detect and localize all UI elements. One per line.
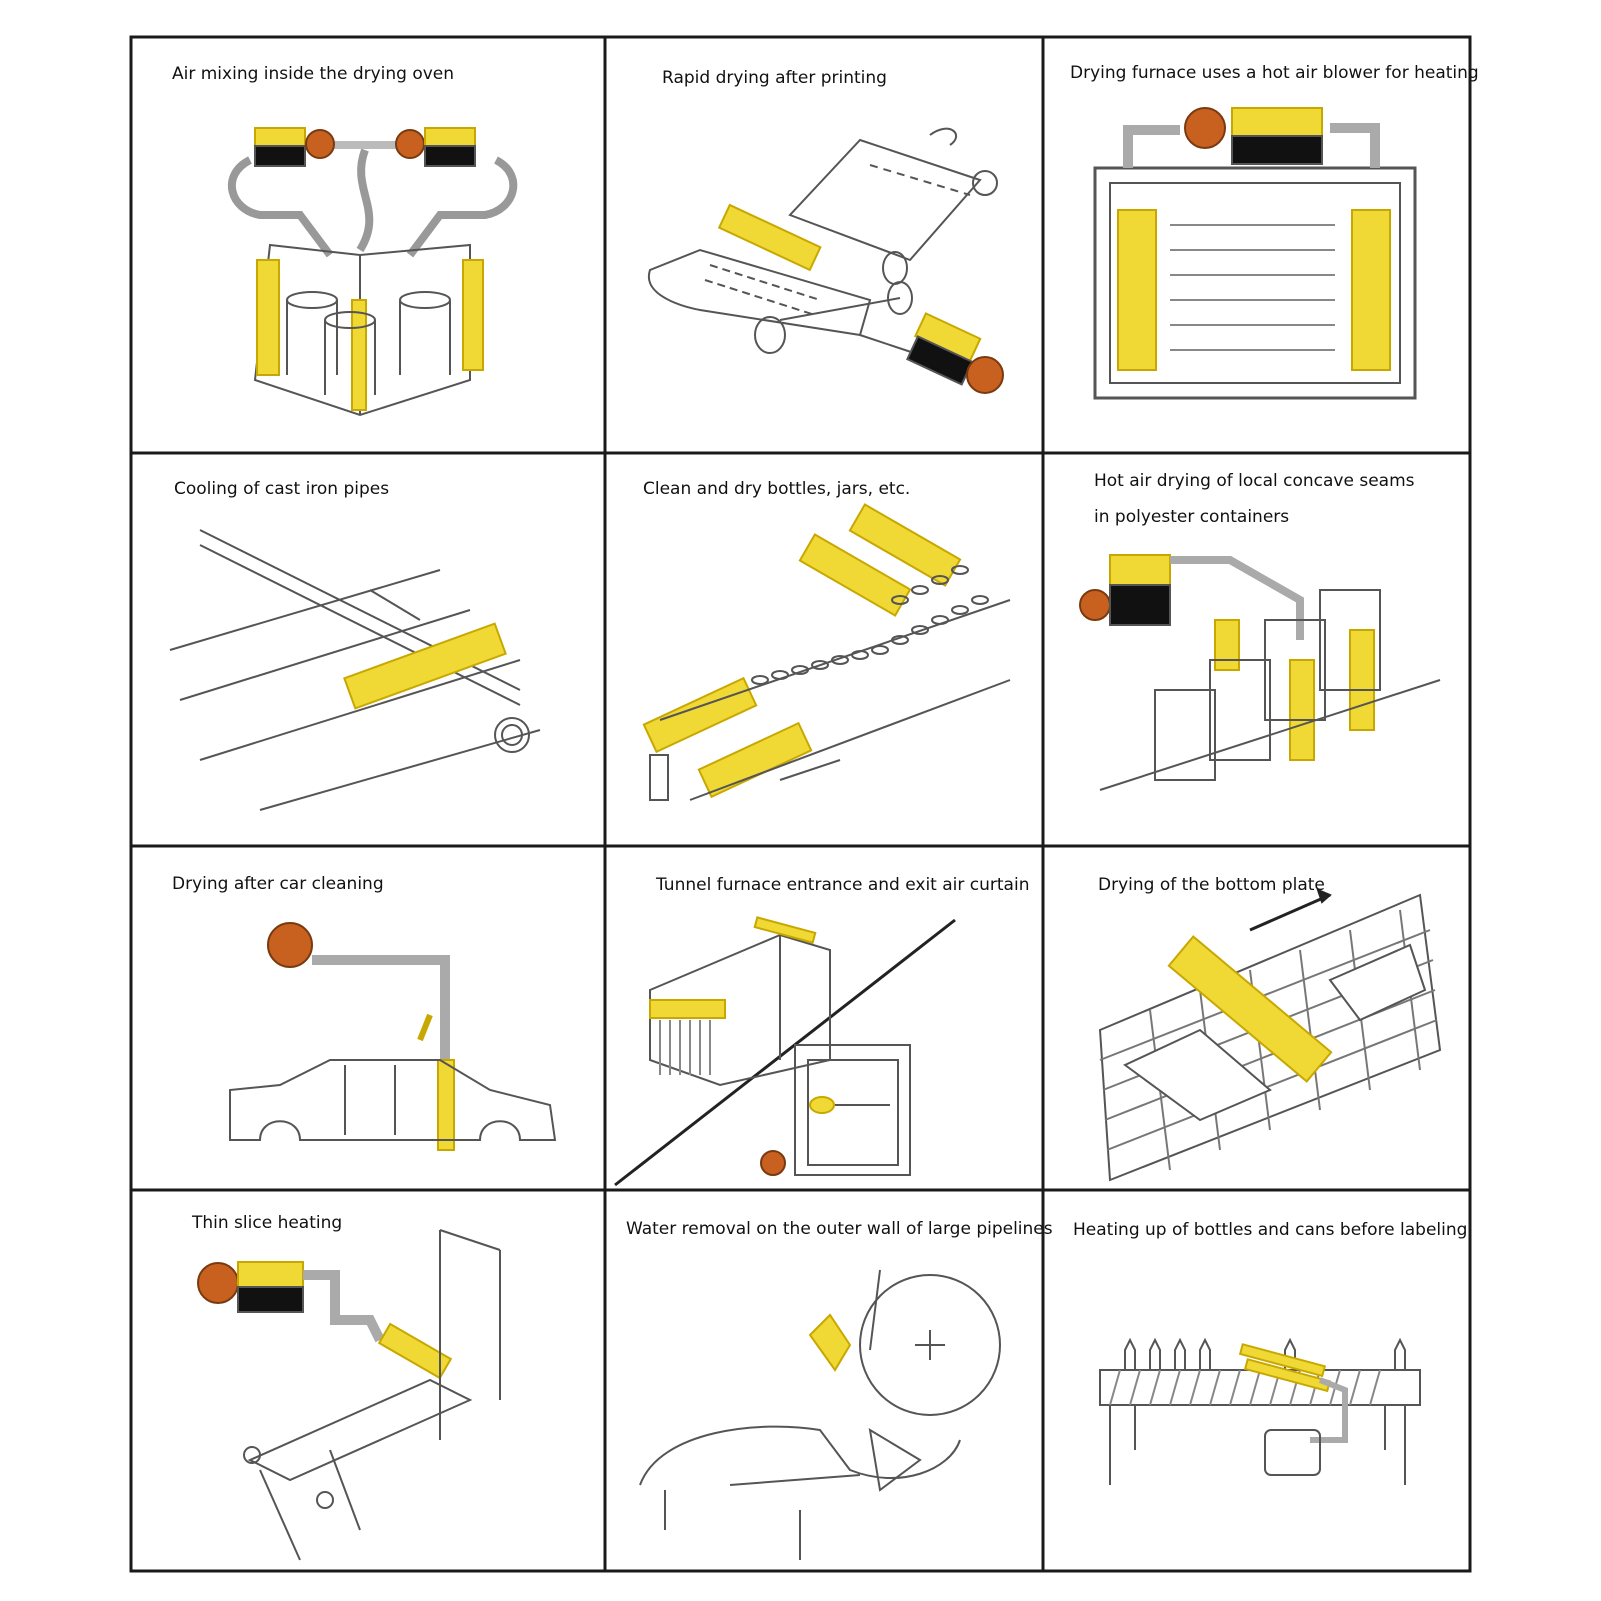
illustration-thin-slice — [197, 1229, 501, 1561]
illustration-bottles-jars — [642, 503, 1011, 801]
illustration-cast-iron-pipes — [169, 529, 541, 811]
illustration-polyester-containers — [1079, 554, 1441, 791]
illustration-drying-furnace — [1093, 107, 1417, 400]
grid-outer-border — [129, 35, 1472, 1573]
illustration-bottles-before-labeling — [1099, 1337, 1421, 1485]
panel-11-title: Water removal on the outer wall of large… — [626, 1219, 1053, 1239]
panel-2-title: Rapid drying after printing — [662, 68, 887, 88]
panel-5-title: Clean and dry bottles, jars, etc. — [643, 479, 911, 499]
illustration-oven-air-mixing — [228, 127, 518, 417]
panel-8-title: Tunnel furnace entrance and exit air cur… — [656, 875, 1030, 895]
panel-4-title: Cooling of cast iron pipes — [174, 479, 390, 499]
panel-7-title: Drying after car cleaning — [172, 874, 384, 894]
panel-10-title: Thin slice heating — [192, 1213, 343, 1233]
illustration-tunnel-furnace — [614, 916, 956, 1187]
illustration-pipeline-water-removal — [639, 1269, 1001, 1560]
panel-1-title: Air mixing inside the drying oven — [172, 64, 455, 84]
illustration-car-drying — [229, 922, 557, 1151]
panel-12-title: Heating up of bottles and cans before la… — [1073, 1220, 1468, 1240]
illustration-bottom-plate — [1098, 888, 1442, 1182]
panel-3-title: Drying furnace uses a hot air blower for… — [1070, 63, 1479, 83]
panel-6-title: Hot air drying of local concave seams in… — [1094, 471, 1415, 527]
illustration-printing-drying — [647, 127, 1004, 394]
panel-9-title: Drying of the bottom plate — [1098, 875, 1325, 895]
